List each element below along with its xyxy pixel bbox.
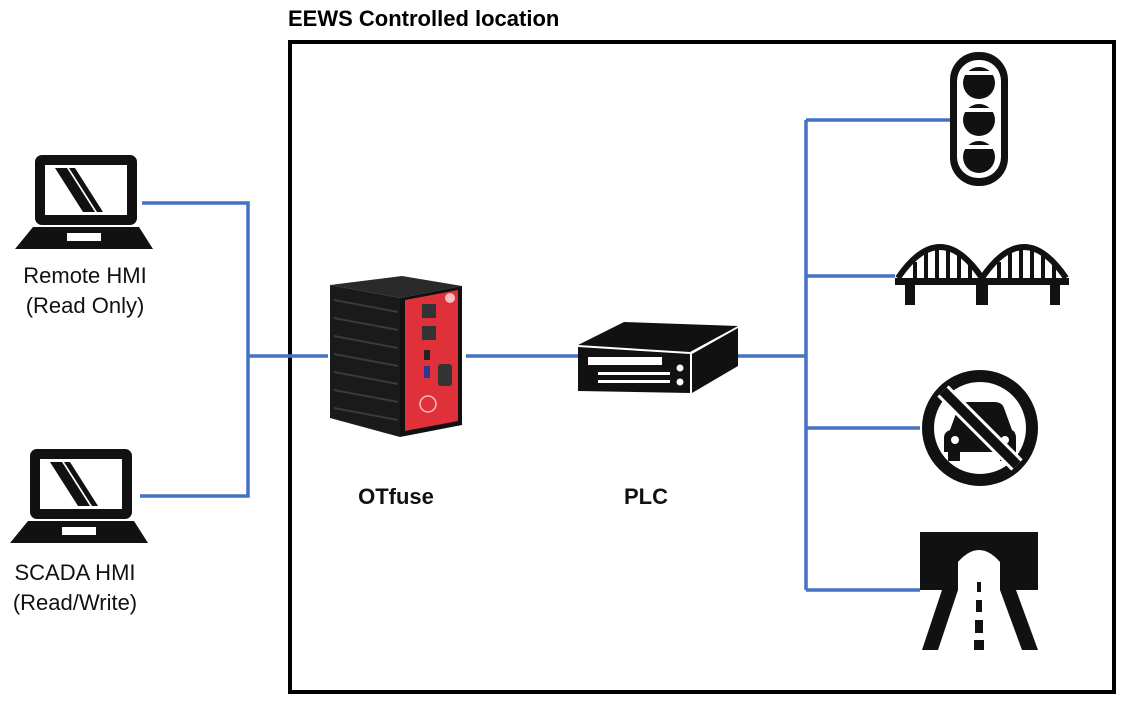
scada-hmi-access: (Read/Write) [12, 590, 138, 615]
link-remote-hmi [142, 201, 250, 356]
tunnel-icon [920, 532, 1038, 650]
connection-lines [140, 118, 950, 592]
laptop-icon [15, 155, 153, 249]
bridge-icon [895, 244, 1069, 305]
laptop-icon [10, 449, 148, 543]
zone-title: EEWS Controlled location [288, 6, 560, 31]
remote-hmi-name: Remote HMI [23, 263, 147, 288]
no-cars-icon [922, 370, 1038, 486]
scada-hmi-name: SCADA HMI [14, 560, 136, 585]
otfuse-device-icon [330, 276, 462, 437]
plc-label: PLC [624, 484, 668, 509]
remote-hmi-label: Remote HMI (Read Only) [0, 261, 170, 321]
remote-hmi-access: (Read Only) [25, 293, 145, 318]
controlled-location-boundary [288, 40, 1116, 694]
otfuse-label: OTfuse [358, 484, 434, 509]
link-scada-hmi [140, 356, 250, 498]
plc-icon [578, 322, 738, 393]
traffic-light-icon [950, 52, 1008, 186]
scada-hmi-label: SCADA HMI (Read/Write) [0, 558, 160, 618]
